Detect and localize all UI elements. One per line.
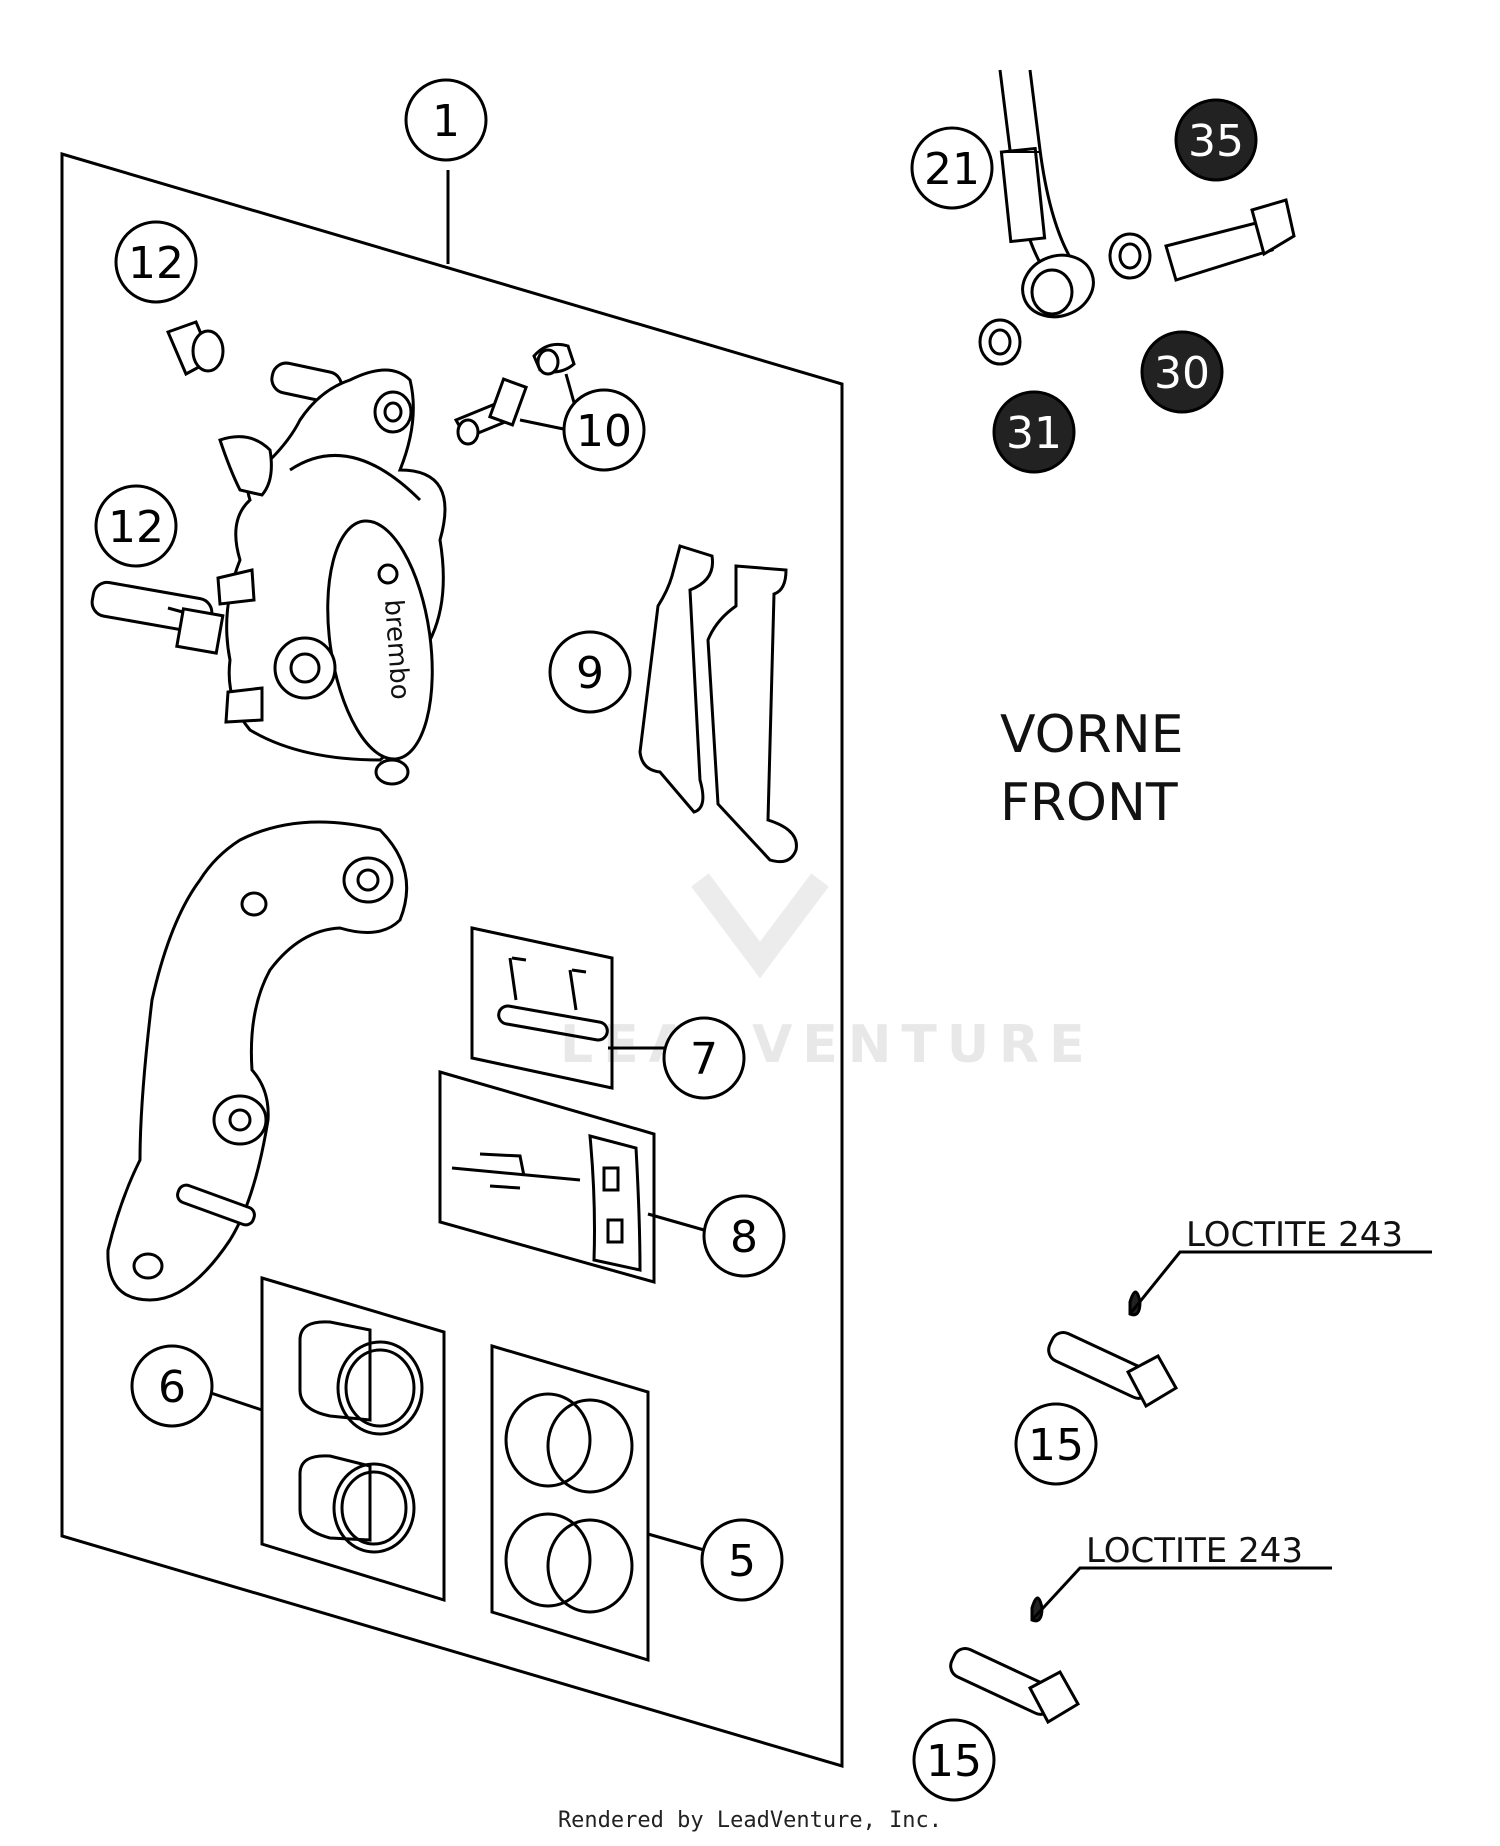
seal-kit-5 [490,1343,705,1663]
piston-kit-6 [201,1275,446,1603]
plug-12 [165,320,225,377]
callout-12-lower-number: 12 [108,502,164,553]
callout-12-lower: 12 [94,484,178,568]
bolt-12 [90,580,225,655]
watermark-text: LEADVENTURE [560,1015,1095,1075]
pin-kit-7 [470,926,666,1090]
label-front: FRONT [1000,773,1178,833]
callout-15-lower-number: 15 [926,1736,982,1787]
callout-12-upper-number: 12 [128,238,184,289]
callout-9-number: 9 [576,648,604,699]
callout-1-number: 1 [432,96,460,147]
kit-sheet-outline [60,151,844,1769]
brake-line-21 [978,69,1296,366]
callout-31-number: 31 [1006,408,1062,459]
callout-7: 7 [662,1016,746,1100]
callout-9: 9 [548,630,632,714]
callout-10: 10 [562,388,646,472]
callout-31: 31 [992,390,1076,474]
callout-21-number: 21 [924,144,980,195]
callout-8-number: 8 [730,1212,758,1263]
brake-caliper [216,361,447,786]
bolt-15-b [949,1566,1332,1725]
callout-5: 5 [700,1518,784,1602]
callout-30: 30 [1140,330,1224,414]
label-vorne: VORNE [1000,705,1183,765]
label-loctite-upper: LOCTITE 243 [1186,1215,1403,1255]
brembo-marking: brembo [378,598,415,700]
bleed-valve-10 [453,342,582,446]
spring-kit-8 [438,1070,705,1284]
callout-5-number: 5 [728,1536,756,1587]
leadventure-watermark: LEADVENTURE [560,873,1095,1075]
callout-15-lower: 15 [912,1718,996,1802]
callout-30-number: 30 [1154,348,1210,399]
caliper-bracket [106,820,409,1302]
callout-10-number: 10 [576,406,632,457]
callout-1: 1 [404,78,488,162]
callout-7-number: 7 [690,1034,718,1085]
callout-35: 35 [1174,98,1258,182]
callout-6-number: 6 [158,1362,186,1413]
bolt-15-a [1047,1250,1432,1409]
label-loctite-lower: LOCTITE 243 [1086,1531,1303,1571]
callout-15-upper: 15 [1014,1402,1098,1486]
callout-21: 21 [910,126,994,210]
callout-35-number: 35 [1188,116,1244,167]
callout-15-upper-number: 15 [1028,1420,1084,1471]
footer-credit: Rendered by LeadVenture, Inc. [557,1808,943,1833]
callout-6: 6 [130,1344,214,1428]
brake-pads-9 [638,544,798,864]
callout-12-upper: 12 [114,220,198,304]
callout-8: 8 [702,1194,786,1278]
